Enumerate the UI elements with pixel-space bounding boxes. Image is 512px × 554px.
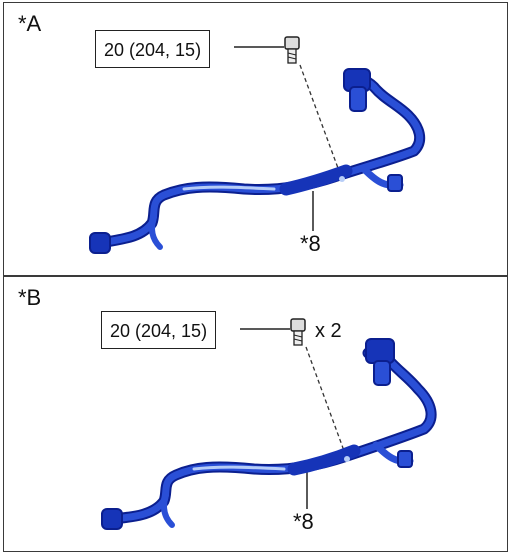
- torque-spec-label: 20 (204, 15): [101, 311, 217, 349]
- panel-a: *A 20 (204, 15) *8: [3, 2, 508, 276]
- bolt-quantity: x 2: [315, 320, 342, 342]
- panel-label: *A: [18, 11, 42, 36]
- torque-spec-label: 20 (204, 15): [95, 30, 211, 68]
- panel-label: *B: [18, 285, 42, 310]
- bolt-axis-dashed: [299, 64, 343, 180]
- bolt-axis-dashed: [305, 346, 348, 460]
- wire-harness-diagram: [89, 36, 426, 254]
- wire-harness-illustration: [101, 338, 437, 530]
- part-callout: *8: [300, 231, 321, 256]
- bolt-icon: [290, 318, 306, 346]
- bolt-icon: [284, 36, 300, 64]
- wire-harness-diagram: [101, 318, 437, 530]
- panel-b: *B 20 (204, 15) x 2 *8: [3, 276, 508, 552]
- part-callout: *8: [293, 509, 314, 534]
- wire-harness-illustration: [89, 68, 426, 254]
